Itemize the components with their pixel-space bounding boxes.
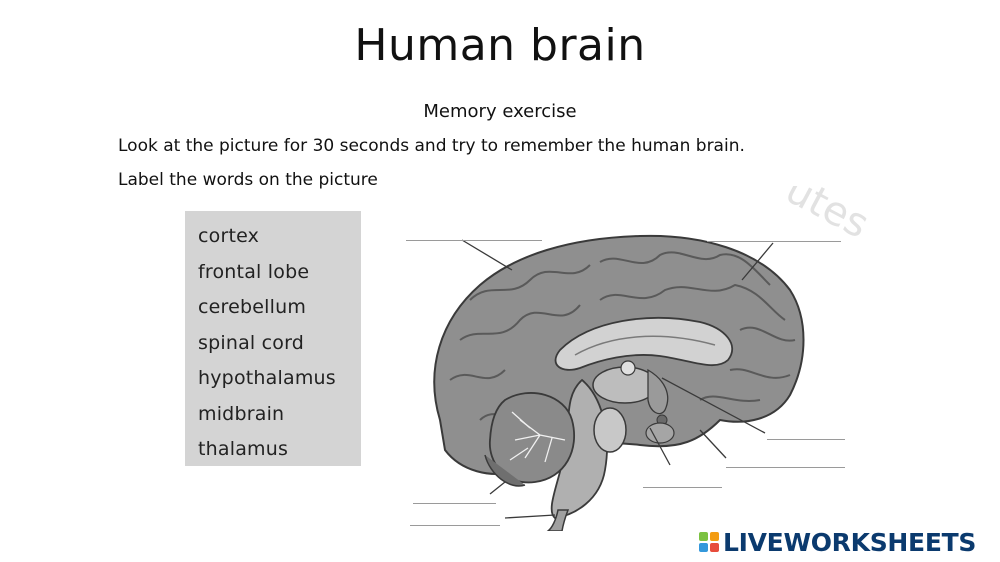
pointer-lines xyxy=(461,239,774,519)
logo-square xyxy=(699,532,708,541)
brain-diagram: utes xyxy=(433,186,870,531)
word-bank-item[interactable]: midbrain xyxy=(198,402,285,425)
answer-blank[interactable] xyxy=(406,240,542,241)
corpus-callosum xyxy=(554,317,734,371)
answer-blank[interactable] xyxy=(410,525,500,526)
word-bank-item[interactable]: cortex xyxy=(198,225,260,247)
word-bank-item[interactable]: thalamus xyxy=(198,438,289,460)
answer-blank[interactable] xyxy=(413,503,496,504)
word-bank-item[interactable]: cerebellum xyxy=(198,296,307,318)
watermark: utes xyxy=(778,186,870,248)
answer-blank[interactable] xyxy=(643,487,722,488)
logo-text: LIVEWORKSHEETS xyxy=(723,527,977,557)
instruction-remember: Look at the picture for 30 seconds and t… xyxy=(118,136,745,156)
logo-square xyxy=(699,543,708,552)
word-bank-item[interactable]: spinal cord xyxy=(198,331,305,354)
hypothalamus xyxy=(647,368,669,415)
liveworksheets-logo: LIVEWORKSHEETS xyxy=(699,527,976,557)
arbor-vitae xyxy=(509,411,566,463)
page-title: Human brain xyxy=(354,20,646,71)
logo-square xyxy=(710,532,719,541)
spinal-cord xyxy=(546,509,570,531)
word-bank-item[interactable]: hypothalamus xyxy=(198,367,336,389)
logo-icon xyxy=(699,532,719,552)
answer-blank[interactable] xyxy=(767,439,845,440)
answer-blank[interactable] xyxy=(707,241,841,242)
instruction-label: Label the words on the picture xyxy=(118,170,378,190)
answer-blank[interactable] xyxy=(726,467,845,468)
word-bank: cortex frontal lobe cerebellum spinal co… xyxy=(185,211,361,466)
subtitle: Memory exercise xyxy=(423,101,577,122)
word-bank-item[interactable]: frontal lobe xyxy=(198,260,310,283)
logo-square xyxy=(710,543,719,552)
